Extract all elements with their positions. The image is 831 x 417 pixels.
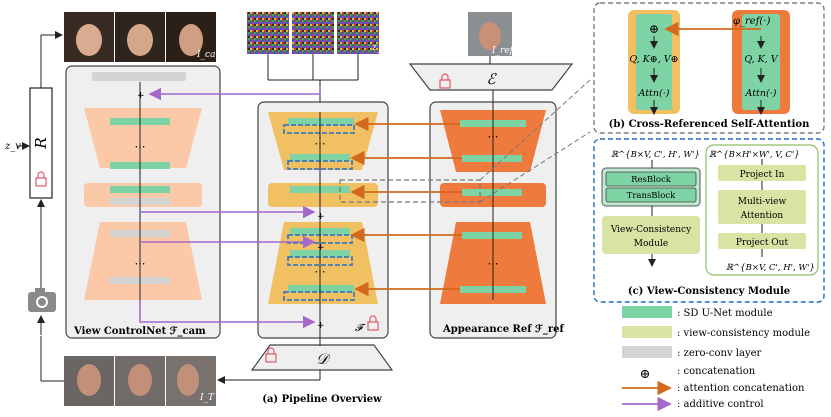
- appearance-panel: ⋯ ⋯ Appearance Ref ℱ_ref: [429, 90, 564, 339]
- vcm-transblock: TransBlock: [627, 191, 676, 201]
- controlnet-dots-top: ⋯: [135, 140, 146, 153]
- legend-zero-conv: : zero-conv layer: [677, 348, 762, 359]
- vcm-project-out: Project Out: [736, 238, 789, 248]
- unet-plus-1: +: [317, 212, 325, 222]
- legend-attention: : attention concatenation: [677, 383, 805, 394]
- crossref-panel: ⊕ φ_ref(·) Q, K⊕, V⊕ Attn(·) Q, K, V Att…: [593, 2, 825, 134]
- vcm-right-dim-top: ℝ^{B×H'×W', V, C'}: [709, 150, 800, 160]
- encoder: ℰ: [408, 63, 574, 91]
- icam-label: I_cam: [196, 50, 224, 60]
- render-module: R: [29, 87, 53, 199]
- r-label: R: [32, 137, 50, 149]
- ref-dots-top: ⋯: [488, 130, 499, 143]
- legend: : SD U-Net module : view-consistency mod…: [622, 306, 810, 412]
- lock-icon: [265, 347, 277, 363]
- crossref-caption: (b) Cross-Referenced Self-Attention: [609, 119, 810, 130]
- iref-label: I_ref: [491, 46, 515, 56]
- vcm-caption: (c) View-Consistency Module: [628, 286, 790, 297]
- lock-icon: [367, 315, 379, 331]
- decoder: 𝒟: [250, 344, 394, 371]
- legend-concatenation: : concatenation: [677, 366, 756, 377]
- crossref-oplus: ⊕: [649, 22, 659, 36]
- zv-label: z_v: [4, 141, 21, 152]
- legend-sd-unet: : SD U-Net module: [677, 308, 773, 319]
- highlight-box: [339, 179, 481, 203]
- camera-icon: [28, 288, 56, 312]
- vcm-project-in: Project In: [740, 170, 785, 180]
- vcm-right-dim-bottom: ℝ^{B×V, C', H', W'}: [726, 263, 815, 273]
- vcm-resblock: ResBlock: [631, 175, 672, 185]
- unet-dots-bottom: ⋯: [315, 265, 326, 278]
- ref-dots-bottom: ⋯: [488, 257, 499, 270]
- controlnet-title: View ControlNet ℱ_cam: [73, 326, 206, 337]
- controlnet-panel: ⋯ ⋯ + View ControlNet ℱ_cam: [65, 65, 221, 339]
- crossref-left-attn: Attn(·): [638, 88, 670, 99]
- it-label: I_T: [199, 393, 215, 403]
- decoder-label: 𝒟: [316, 350, 331, 368]
- vcm-input-dim: ℝ^{B×V, C', H', W'}: [611, 150, 700, 160]
- unet-label: 𝓕: [355, 323, 366, 334]
- vcm-multiview-line2: Attention: [740, 211, 784, 221]
- controlnet-dots-bottom: ⋯: [135, 257, 146, 270]
- crossref-left-qkv: Q, K⊕, V⊕: [629, 54, 678, 65]
- legend-oplus-icon: ⊕: [640, 367, 651, 382]
- crossref-phi: φ_ref(·): [733, 16, 770, 27]
- attention-arrows: [350, 116, 462, 297]
- zt-label: z_T: [371, 43, 388, 53]
- controlnet-plus: +: [137, 91, 145, 101]
- unet-dots-top: ⋯: [315, 137, 326, 150]
- unet-panel: ⋯ ⋯ + + + 𝓕: [257, 101, 389, 339]
- lock-icon: [439, 73, 451, 89]
- crossref-right-attn: Attn(·): [745, 88, 777, 99]
- unet-plus-2: +: [317, 243, 325, 253]
- crossref-right-qkv: Q, K, V: [744, 54, 778, 65]
- vcm-module-line2: Module: [634, 239, 668, 249]
- legend-additive: : additive control: [677, 399, 764, 410]
- camera-images: I_cam: [64, 12, 224, 62]
- unet-plus-3: +: [317, 321, 325, 331]
- reference-image: I_ref: [468, 12, 515, 56]
- legend-view-consistency: : view-consistency module: [677, 328, 810, 339]
- noise-images: z_T: [247, 12, 388, 54]
- output-images: I_T: [64, 356, 216, 406]
- encoder-label: ℰ: [486, 70, 497, 88]
- control-arrows: [139, 86, 321, 329]
- pipeline-caption: (a) Pipeline Overview: [262, 394, 382, 405]
- lock-icon: [35, 171, 47, 187]
- vcm-panel: ℝ^{B×V, C', H', W'} ResBlock TransBlock …: [593, 138, 825, 303]
- vcm-module-line1: View-Consistency: [610, 225, 692, 235]
- appearance-title: Appearance Ref ℱ_ref: [442, 324, 564, 335]
- vcm-multiview-line1: Multi-view: [738, 197, 787, 207]
